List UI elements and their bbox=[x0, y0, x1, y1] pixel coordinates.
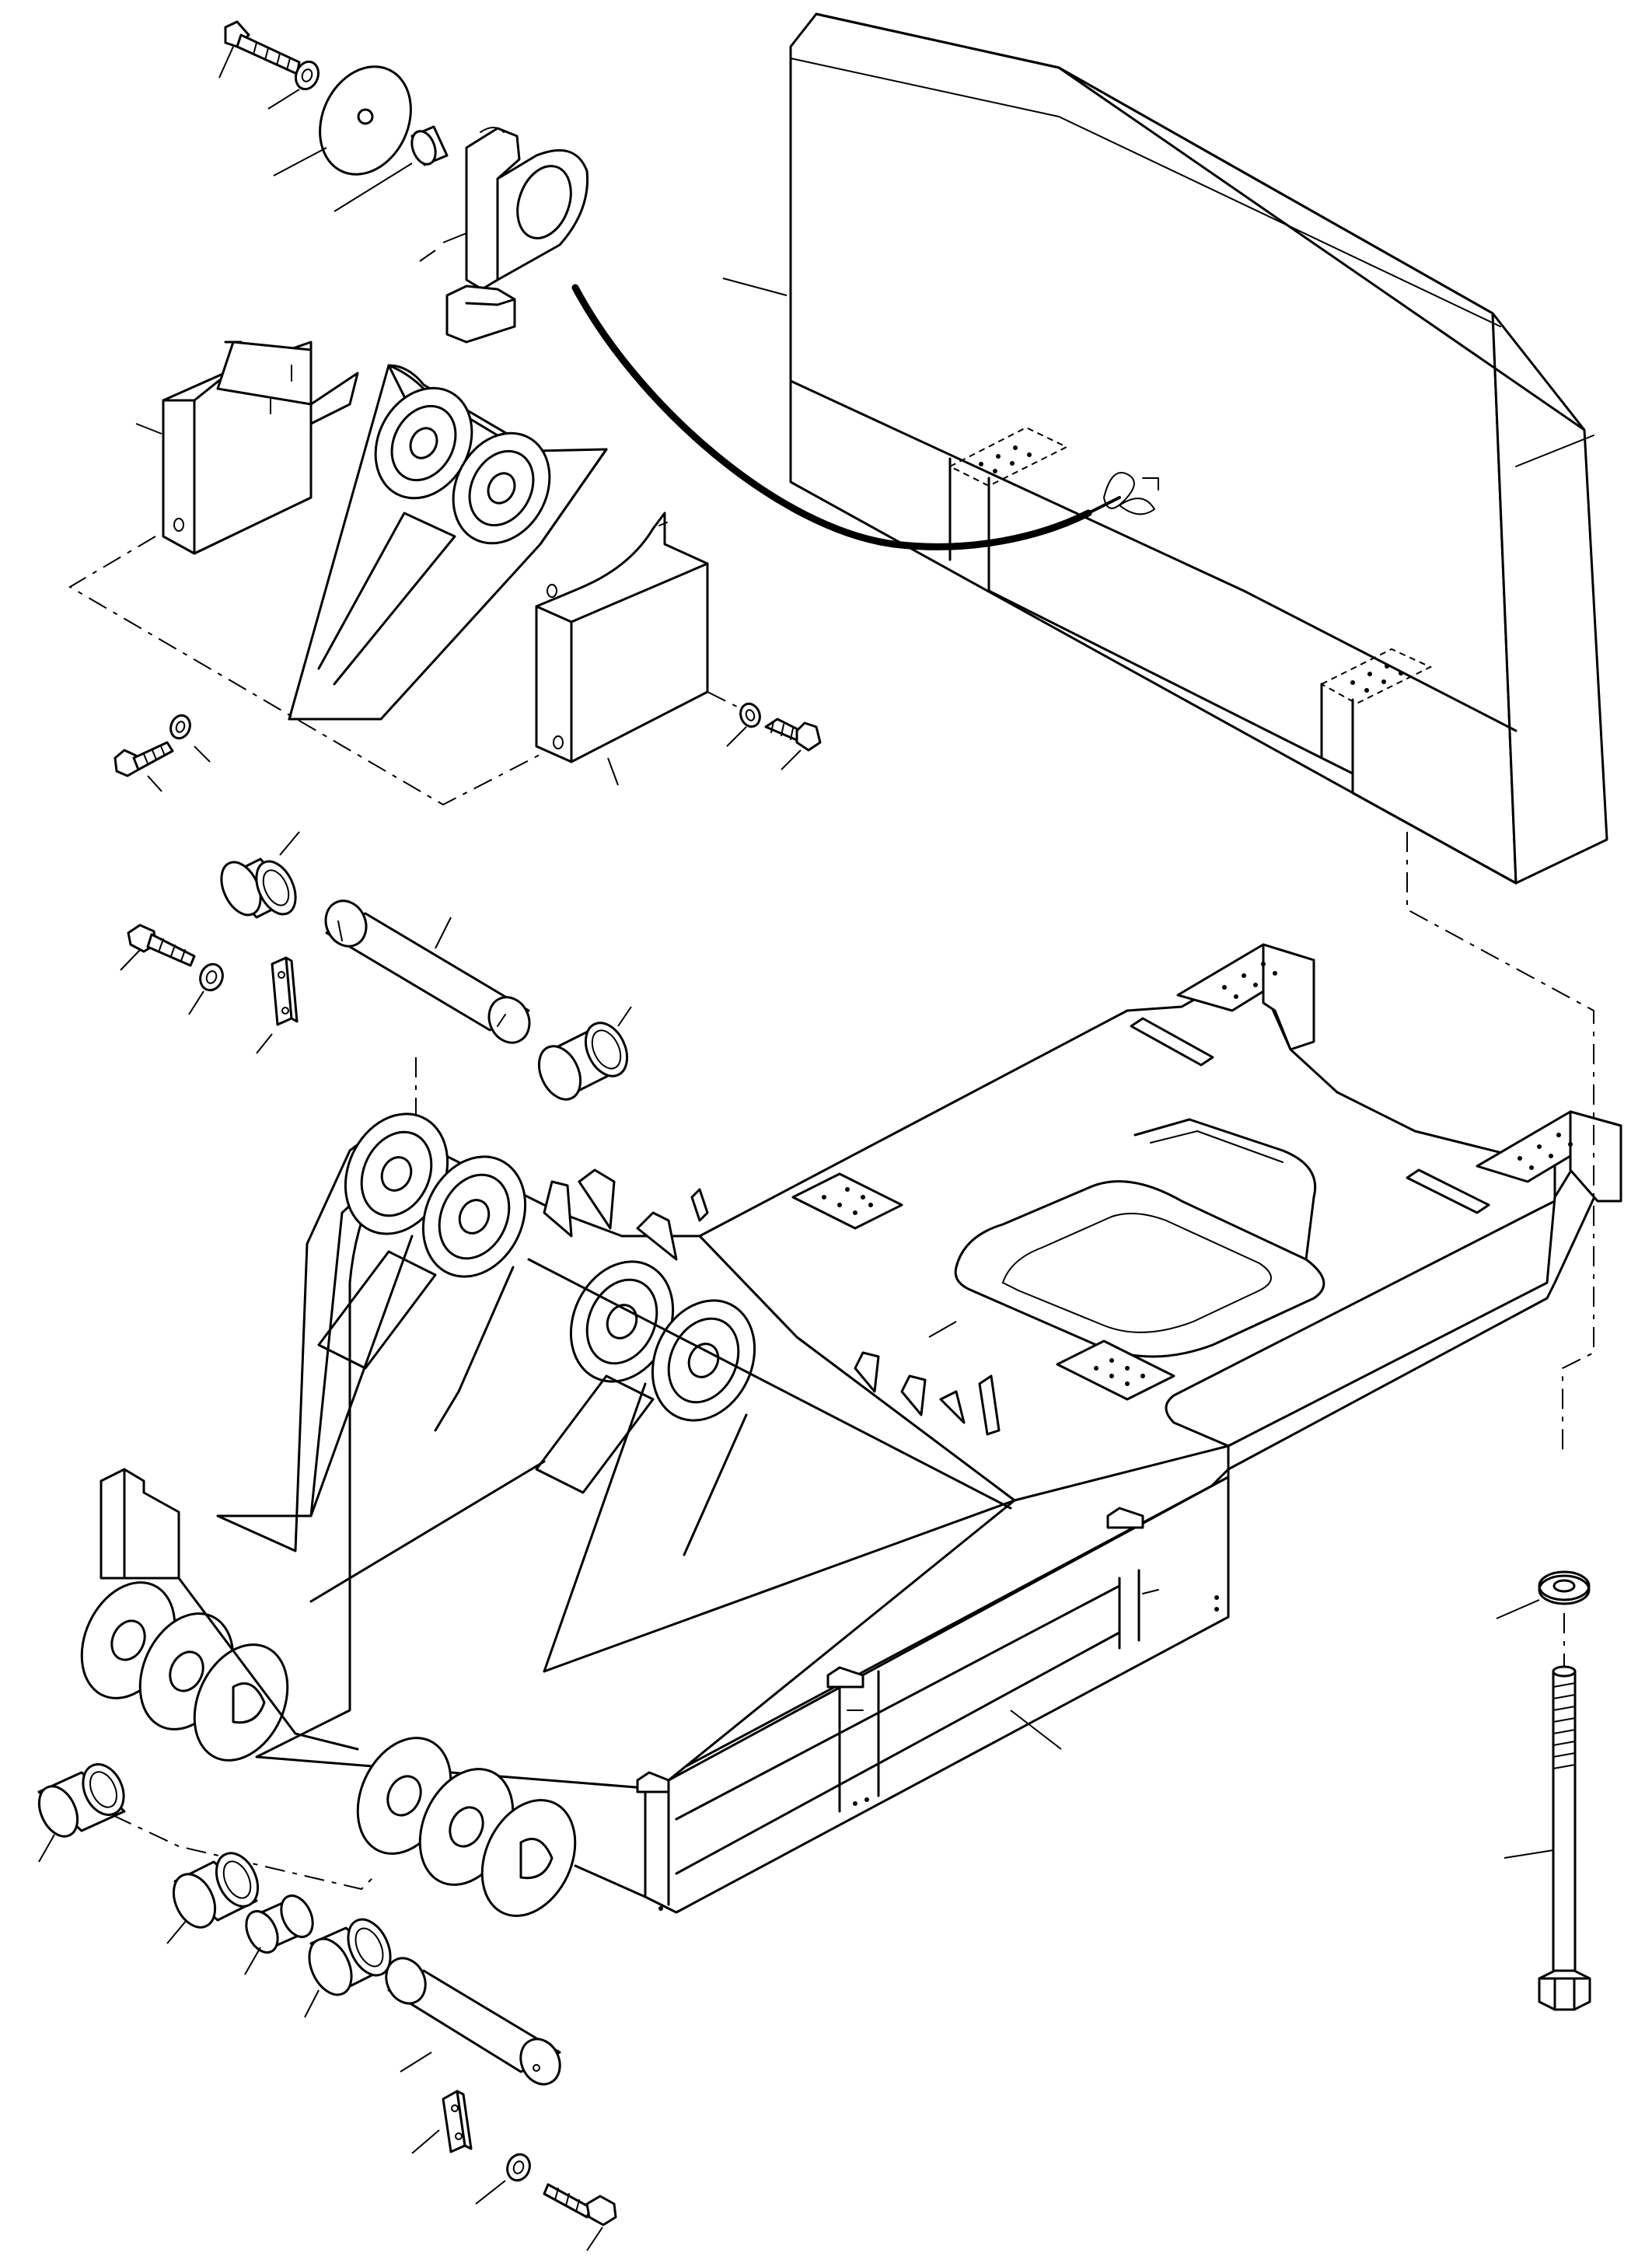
spacer bbox=[244, 1895, 314, 1975]
rear-frame bbox=[80, 943, 1622, 1917]
pivot-pin bbox=[324, 899, 531, 1044]
counterweight-mount-block bbox=[1176, 943, 1622, 1203]
bolt bbox=[114, 741, 174, 792]
bolt bbox=[218, 20, 301, 79]
cover-plate-right bbox=[535, 512, 709, 786]
washer bbox=[169, 714, 211, 763]
counterweight bbox=[571, 12, 1608, 885]
washer bbox=[188, 962, 224, 1015]
bolt bbox=[543, 2183, 617, 2251]
bushing bbox=[37, 1763, 126, 1863]
lock-plate bbox=[411, 2090, 473, 2154]
pad-holes bbox=[979, 445, 1403, 693]
mount-pad bbox=[791, 1172, 1175, 1401]
cover-plate-left bbox=[135, 340, 359, 555]
washer bbox=[475, 2153, 531, 2205]
lock-plate bbox=[256, 956, 299, 1054]
counterweight-hitch-bracket bbox=[288, 364, 608, 721]
lifting-eye bbox=[419, 127, 589, 344]
bushing bbox=[304, 1918, 392, 2018]
bolt bbox=[764, 718, 822, 770]
washer bbox=[726, 702, 761, 747]
spacer bbox=[334, 125, 449, 212]
large-washer bbox=[273, 65, 412, 176]
bolt bbox=[120, 924, 196, 971]
long-bolt bbox=[1504, 1665, 1591, 2011]
bushing bbox=[537, 1006, 632, 1101]
bushing bbox=[220, 831, 300, 919]
pivot-pin bbox=[385, 1957, 561, 2086]
bushing bbox=[166, 1852, 260, 1944]
washer bbox=[267, 60, 320, 110]
thick-washer bbox=[1496, 1570, 1591, 1619]
